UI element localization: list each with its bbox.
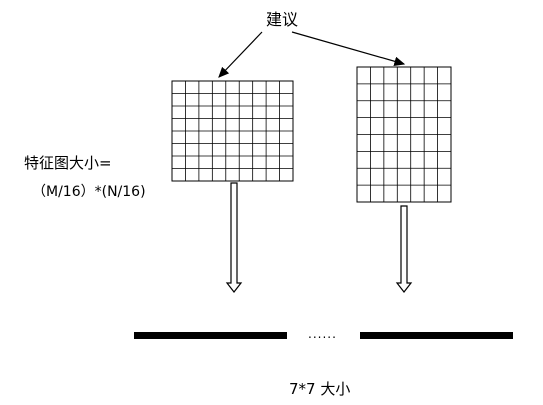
output-size-label: 7*7 大小 — [289, 380, 351, 398]
arrow-to-right-grid — [291, 31, 406, 66]
suggestion-label: 建议 — [266, 10, 299, 29]
arrow-to-left-grid — [218, 31, 263, 78]
feature-map-size-label: 特征图大小= — [24, 154, 112, 172]
feature-grid-left — [171, 80, 294, 182]
feature-grid-right — [356, 66, 452, 203]
down-arrow-right — [395, 205, 413, 293]
output-bar-left — [134, 332, 287, 339]
ellipsis-label: ...... — [308, 327, 337, 341]
feature-map-formula: （M/16）*(N/16) — [32, 184, 146, 200]
down-arrow-left — [225, 182, 243, 293]
output-bar-right — [360, 332, 513, 339]
